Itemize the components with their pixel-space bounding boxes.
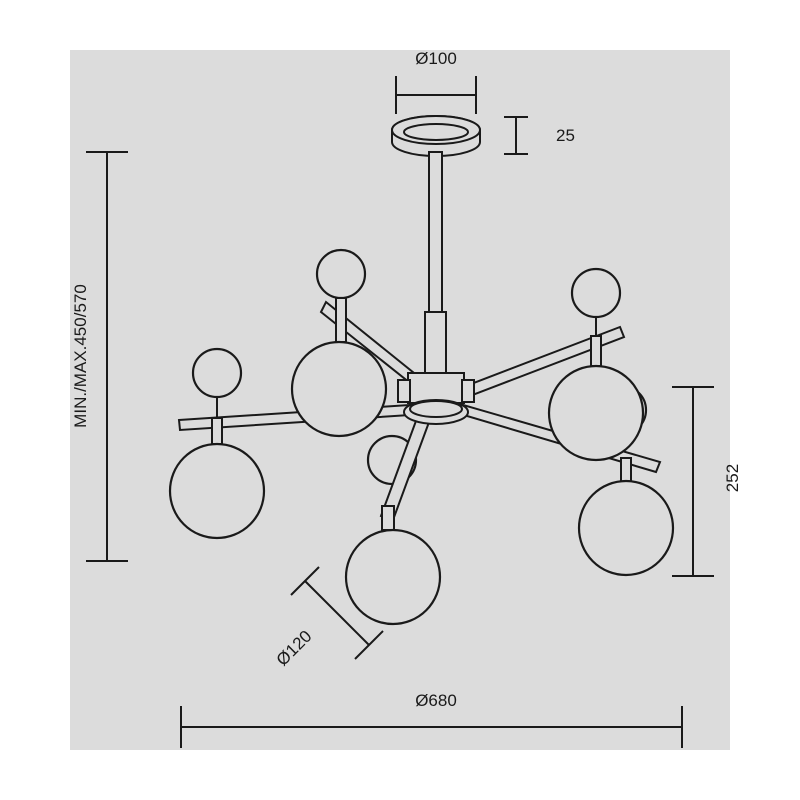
dim-overall-diameter: Ø680: [180, 691, 683, 748]
globe-front-far-right: [577, 479, 675, 577]
globe-rear-right: [570, 267, 622, 319]
dim-canopy-diameter-label: Ø100: [415, 49, 457, 68]
globe-front-bottom: [344, 528, 442, 626]
globe-front-right: [547, 364, 645, 462]
globe-rear-far-left: [191, 347, 243, 399]
hub: [397, 372, 475, 425]
dim-canopy-height-label: 25: [556, 126, 575, 145]
chandelier: [168, 115, 675, 626]
front-globes: [168, 297, 675, 626]
dim-overall-diameter-label: Ø680: [415, 691, 457, 710]
canopy: [391, 115, 481, 157]
dim-canopy-height: 25: [504, 116, 575, 155]
globe-front-left: [290, 340, 388, 438]
dim-globe-diameter-label: Ø120: [273, 627, 316, 670]
stem-lower: [424, 311, 447, 375]
globe-rear-left: [315, 248, 367, 300]
globe-front-far-left: [168, 442, 266, 540]
stem: [428, 151, 443, 315]
dim-shade-height: 252: [672, 386, 742, 577]
dim-shade-height-label: 252: [723, 464, 742, 492]
dim-height-range: MIN./MAX.450/570: [71, 151, 128, 562]
dim-height-range-label: MIN./MAX.450/570: [71, 284, 90, 428]
dim-canopy-diameter: Ø100: [395, 49, 477, 114]
